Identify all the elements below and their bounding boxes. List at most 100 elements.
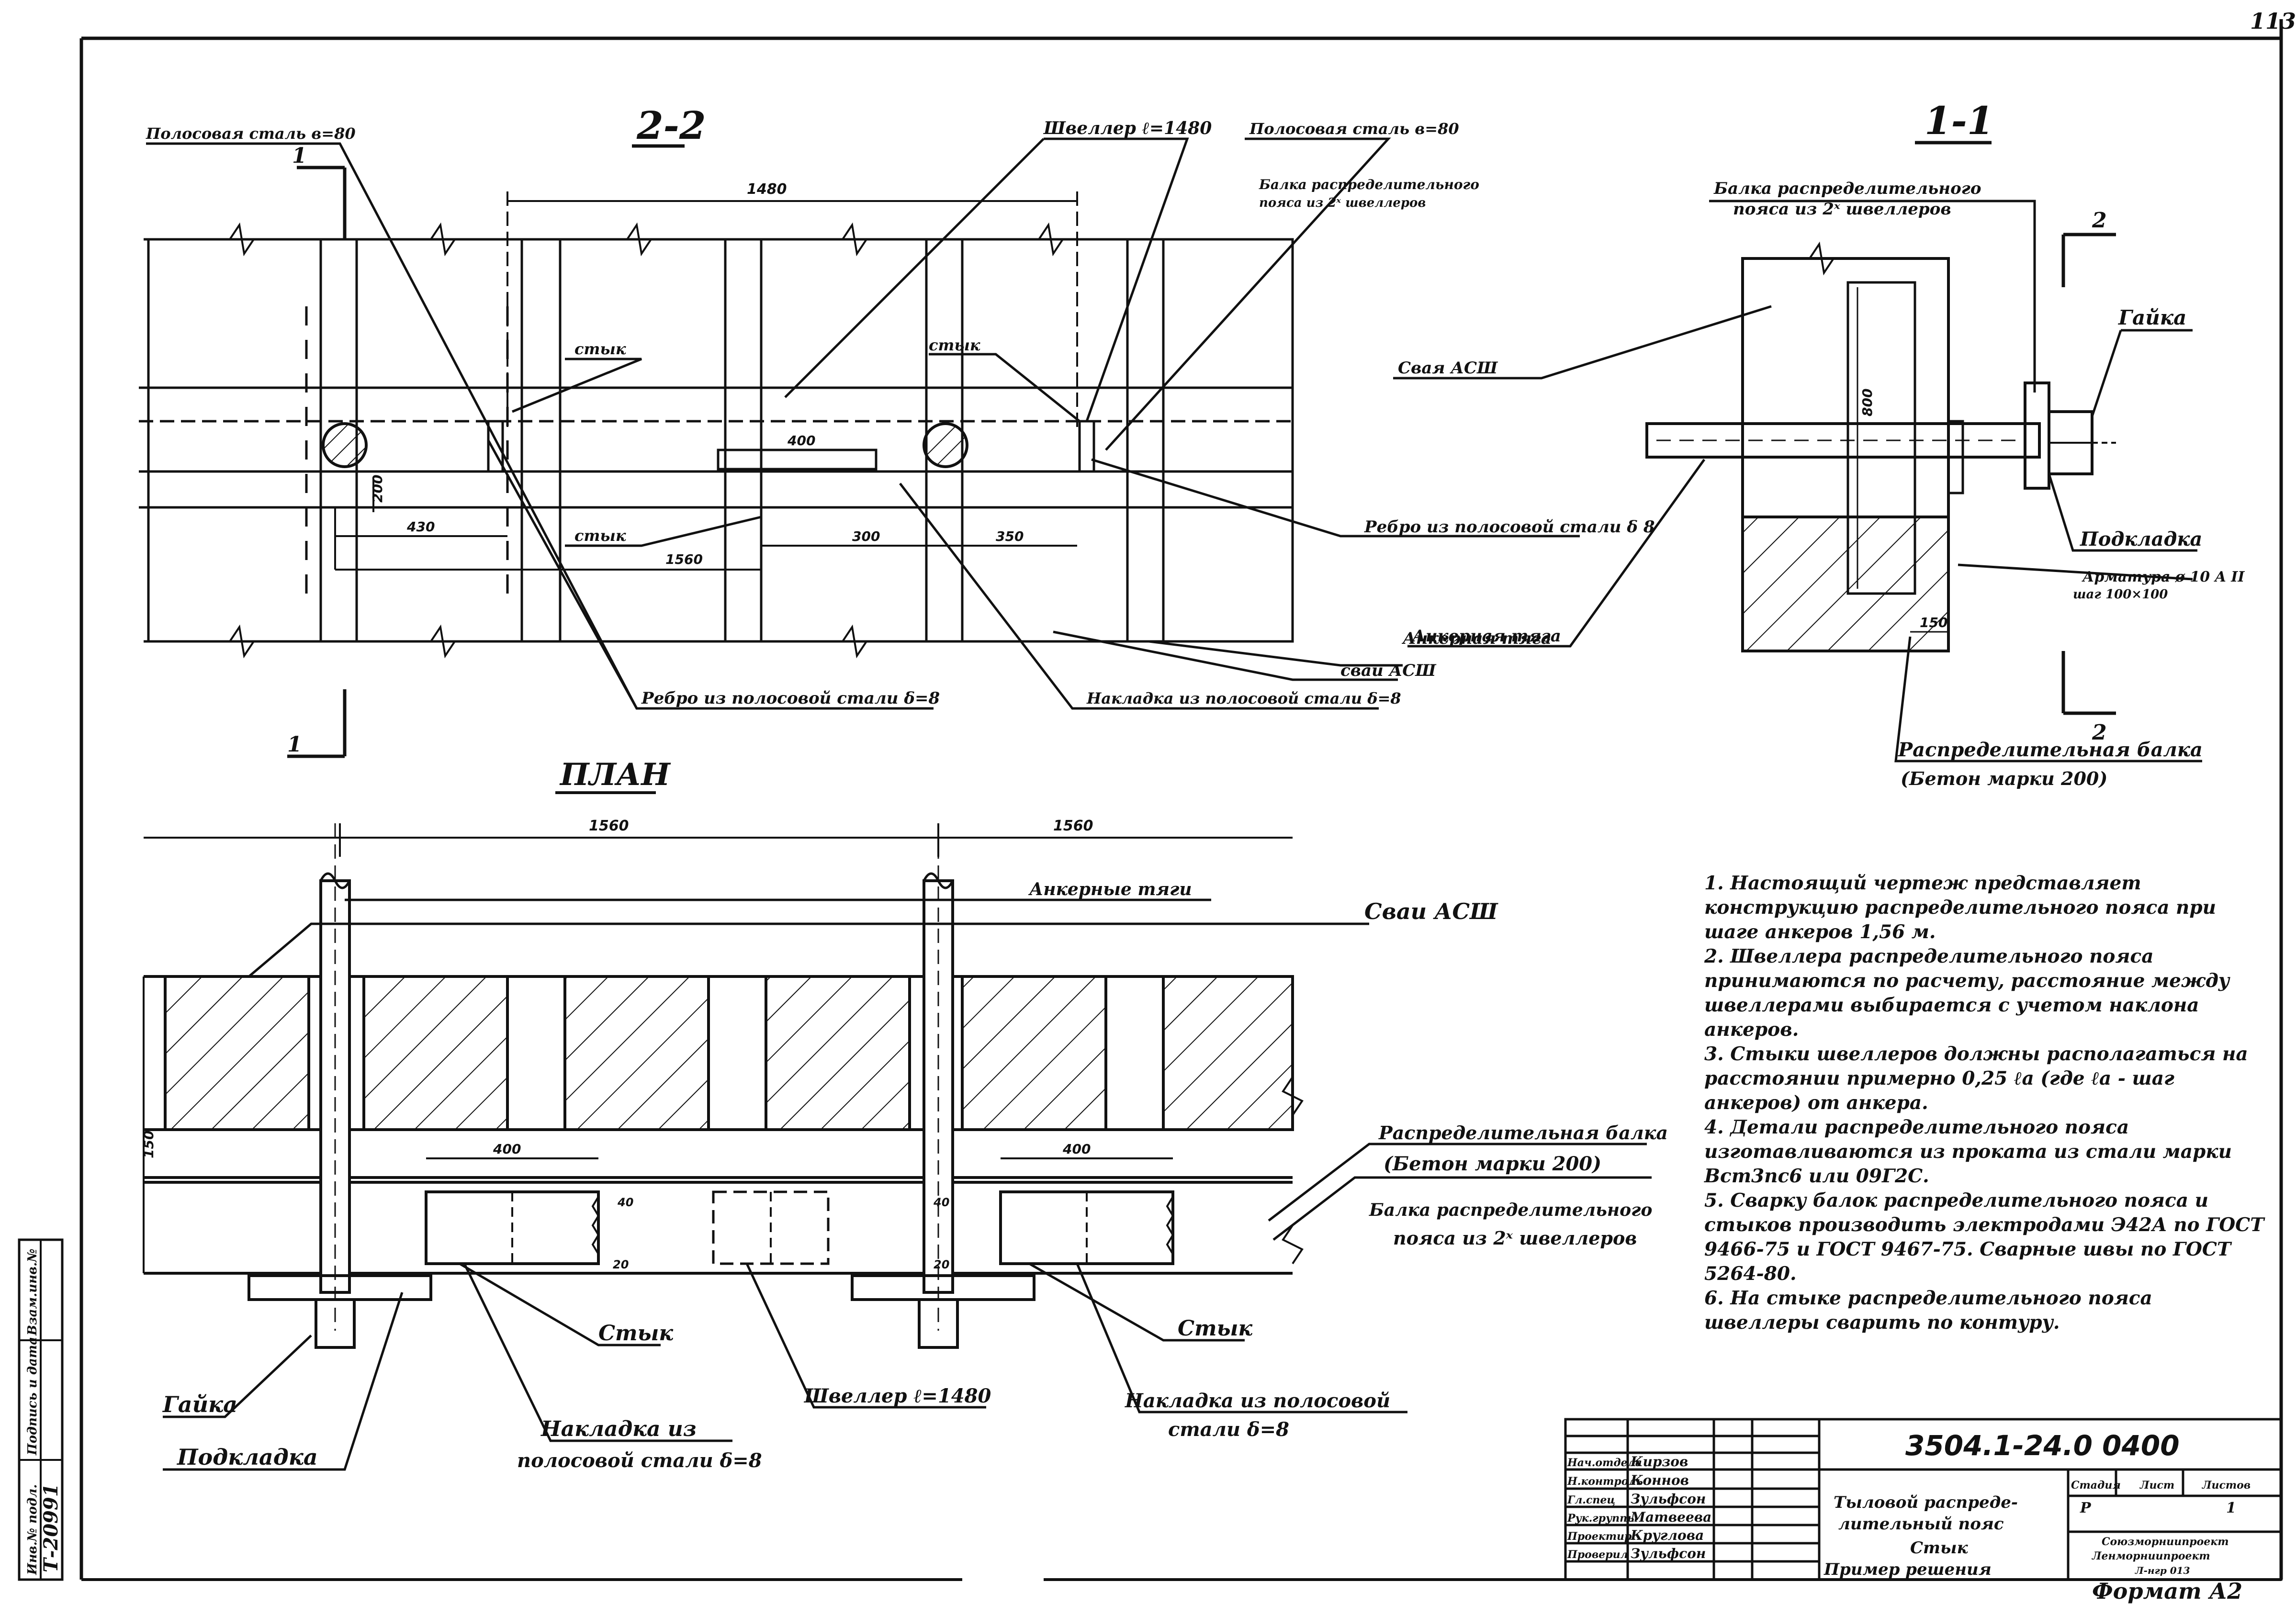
dim-300: 300 <box>852 528 880 544</box>
label-beam-2-2-line2: пояса из 2ˣ швеллеров <box>1259 196 1426 210</box>
label-rib-right: Ребро из полосовой стали δ 8 <box>1364 517 1655 537</box>
side-stamp-inv: Инв.№ подл. <box>25 1484 40 1575</box>
label-joint-plan-left: Стык <box>598 1321 673 1346</box>
label-anchor-rod-2-2: Анкерная тяга <box>1401 629 1552 648</box>
dim-plan-20a: 20 <box>613 1258 629 1271</box>
note-2: 2. Швеллера распределительного пояса при… <box>1704 945 2230 1041</box>
label-beam-1-1-line2: пояса из 2ˣ швеллеров <box>1733 200 1951 219</box>
section-1-1: 1-1 800 150 2 2 <box>1393 98 2245 789</box>
label-overlay-plan-left-line1: Накладка из <box>540 1417 697 1441</box>
plan-title: ПЛАН <box>559 757 671 793</box>
label-rebar-line1: Арматура ø 10 A II <box>2082 569 2245 585</box>
title-org-2: Ленморниипроект <box>2092 1550 2210 1562</box>
name-5: Круглова <box>1630 1527 1704 1543</box>
side-stamp-replace: Взам.инв.№ <box>25 1249 40 1336</box>
label-belt-plan-line1: Балка распределительного <box>1369 1200 1652 1220</box>
cut-2-bottom: 2 <box>2092 720 2107 745</box>
title-sheet-header: Лист <box>2139 1479 2174 1492</box>
format-label: Формат А2 <box>2092 1578 2242 1604</box>
dim-1480: 1480 <box>747 181 787 198</box>
label-strip-steel-left: Полосовая сталь в=80 <box>146 124 356 143</box>
label-joint-plan-right: Стык <box>1178 1316 1252 1341</box>
title-roles: Нач.отдела Кирзов Н.контроль Коннов Гл.с… <box>1567 1454 1711 1561</box>
title-desc-4: Пример решения <box>1823 1560 1992 1579</box>
role-2: Н.контроль <box>1567 1475 1643 1488</box>
dim-plan-40b: 40 <box>933 1196 949 1209</box>
cut-1-bottom: 1 <box>287 732 302 757</box>
dim-plan-40a: 40 <box>617 1196 633 1209</box>
label-dist-beam-plan-line1: Распределительная балка <box>1378 1122 1668 1144</box>
note-4: 4. Детали распределительного пояса изгот… <box>1704 1116 2232 1187</box>
cut-2-top: 2 <box>2092 208 2107 233</box>
dim-plan-20b: 20 <box>934 1258 949 1271</box>
concrete-beam <box>1741 516 1950 652</box>
name-1: Кирзов <box>1630 1454 1688 1469</box>
dim-1560: 1560 <box>665 551 703 567</box>
dim-800: 800 <box>1859 389 1875 416</box>
title-block <box>1564 1418 2283 1581</box>
note-5: 5. Сварку балок распределительного пояса… <box>1704 1189 2264 1285</box>
label-dist-beam-1-1-line1: Распределительная балка <box>1898 739 2203 761</box>
note-1: 1. Настоящий чертеж представляет констру… <box>1704 872 2217 943</box>
label-channel-2-2: Швеллер ℓ=1480 <box>1043 118 1212 138</box>
label-dist-beam-plan-line2: (Бетон марки 200) <box>1384 1153 1601 1175</box>
anchor-rod-1-1 <box>1645 422 2041 459</box>
label-anchor-rod-1-1: Анкерная тяга <box>1411 627 1561 646</box>
dim-350: 350 <box>996 528 1024 544</box>
note-6: 6. На стыке распределительного пояса шве… <box>1704 1287 2152 1334</box>
title-desc-2: лительный пояс <box>1838 1514 2004 1534</box>
name-3: Зульфсон <box>1631 1491 1706 1507</box>
label-dist-beam-1-1-line2: (Бетон марки 200) <box>1901 768 2107 789</box>
dim-plan-150: 150 <box>141 1131 157 1158</box>
label-beam-2-2-line1: Балка распределительного <box>1259 177 1479 192</box>
label-washer-1-1: Подкладка <box>2080 528 2202 550</box>
dim-plan-400a: 400 <box>493 1141 521 1157</box>
label-rebar-line2: шаг 100×100 <box>2073 587 2168 602</box>
label-washer-plan: Подкладка <box>176 1444 318 1470</box>
anchor-rod-left <box>322 422 368 468</box>
title-desc-1: Тыловой распреде- <box>1834 1493 2018 1512</box>
section-1-1-title: 1-1 <box>1925 98 1994 143</box>
label-overlay-plan-left-line2: полосовой стали δ=8 <box>517 1449 762 1472</box>
label-overlay-plan-right-line1: Накладка из полосовой <box>1125 1390 1390 1412</box>
role-6: Проверил <box>1567 1548 1628 1561</box>
dim-430: 430 <box>406 519 435 535</box>
title-sheets-header: Листов <box>2202 1479 2251 1492</box>
dim-200: 200 <box>370 475 385 503</box>
page-number: 113 <box>2250 8 2296 34</box>
label-strip-steel-right: Полосовая сталь в=80 <box>1249 120 1459 138</box>
title-stage-header: Стадия <box>2071 1479 2121 1492</box>
notes-block: 1. Настоящий чертеж представляет констру… <box>1704 871 2264 1335</box>
title-sheets: 1 <box>2226 1500 2236 1516</box>
plan-view: ПЛАН 1560 1560 150 <box>141 757 1668 1472</box>
title-stage: Р <box>2080 1500 2092 1516</box>
label-overlay-2-2: Накладка из полосовой стали δ=8 <box>1086 689 1401 707</box>
name-2: Коннов <box>1630 1472 1689 1488</box>
side-stamp-number: Т-20991 <box>40 1483 62 1572</box>
label-belt-plan-line2: пояса из 2ˣ швеллеров <box>1393 1227 1637 1249</box>
label-joint-1: стык <box>574 340 626 358</box>
title-block-code: 3504.1-24.0 0400 <box>1905 1429 2180 1462</box>
dim-plan-1560b: 1560 <box>1053 818 1093 834</box>
role-5: Проектир. <box>1567 1530 1635 1543</box>
dim-150-1-1: 150 <box>1920 615 1947 630</box>
name-4: Матвеева <box>1630 1509 1711 1525</box>
section-2-2-title: 2-2 <box>636 103 706 148</box>
label-piles-2-2: сваи АСШ <box>1340 661 1437 680</box>
title-org-3: Л-нгр 013 <box>2135 1565 2190 1576</box>
sheet-frame <box>79 19 2283 1581</box>
role-3: Гл.спец <box>1567 1494 1615 1506</box>
label-piles-plan: Сваи АСШ <box>1364 898 1498 924</box>
title-desc-3: Стык <box>1910 1538 1969 1558</box>
dim-plan-400b: 400 <box>1062 1141 1091 1157</box>
side-stamp: Инв.№ подл. Подпись и дата Взам.инв.№ Т-… <box>18 1238 64 1581</box>
role-4: Рук.группы <box>1567 1512 1638 1525</box>
dim-400: 400 <box>787 433 815 449</box>
label-pile-1-1: Свая АСШ <box>1398 359 1498 378</box>
label-beam-1-1-line1: Балка распределительного <box>1713 179 1981 198</box>
nut-plan-left <box>315 1298 356 1349</box>
label-nut-plan: Гайка <box>162 1391 237 1417</box>
role-1: Нач.отдела <box>1567 1457 1642 1469</box>
title-org-1: Союзморниипроект <box>2102 1536 2228 1548</box>
